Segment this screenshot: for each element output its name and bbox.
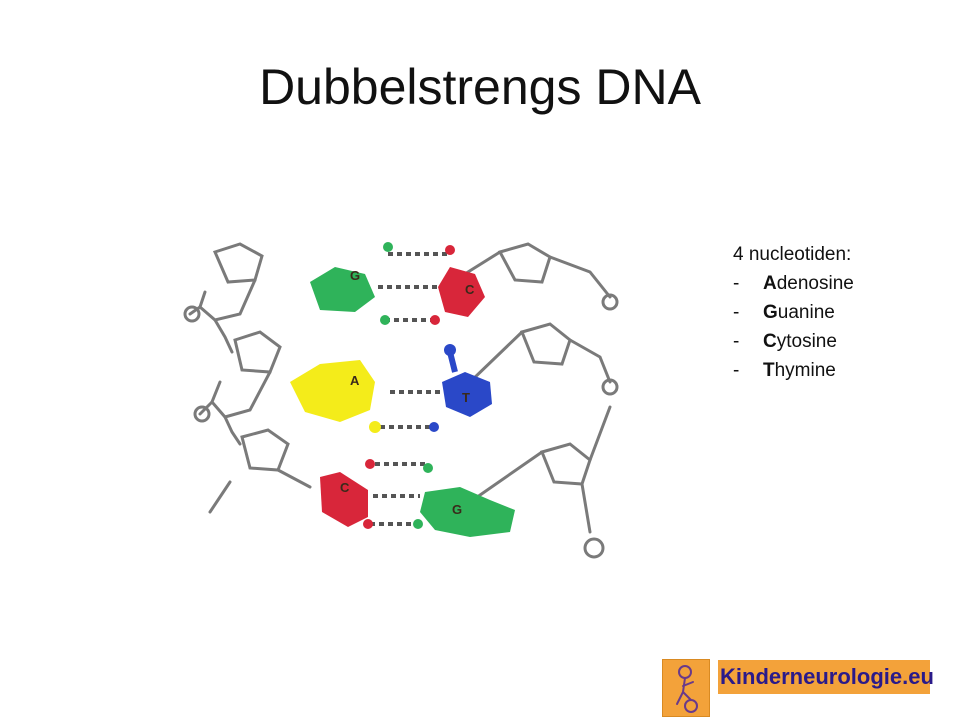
base-pair-c-g-bottom: C G — [320, 459, 515, 537]
legend-item-adenosine: - Adenosine — [733, 269, 854, 298]
legend-initial: C — [763, 331, 777, 352]
legend-list: - Adenosine - Guanine - Cytosine - Thymi… — [733, 269, 854, 385]
thymine — [442, 372, 492, 417]
left-phosphates — [183, 305, 211, 423]
legend-heading: 4 nucleotiden: — [733, 244, 852, 265]
slide-title: Dubbelstrengs DNA — [259, 59, 701, 115]
adenine — [290, 360, 375, 422]
base-pair-a-t: A T — [290, 344, 492, 433]
hydrogen-bonds-bottom — [370, 462, 425, 526]
legend-rest: hymine — [774, 360, 836, 381]
label-t: T — [462, 390, 470, 405]
label-c-top: C — [465, 282, 475, 297]
legend-dash: - — [733, 273, 740, 294]
guanine-top — [310, 267, 375, 312]
nucleotide-legend: 4 nucleotiden: - Adenosine - Guanine - C… — [733, 240, 854, 385]
legend-dash: - — [733, 360, 740, 381]
legend-dash: - — [733, 302, 740, 323]
hydrogen-bonds-a-t — [380, 390, 440, 429]
legend-initial: T — [763, 360, 775, 381]
dna-drawing: G C A T — [170, 232, 650, 592]
site-logo: Kinderneurologie.eu — [660, 658, 934, 717]
logo-text: Kinderneurologie.eu — [718, 660, 934, 694]
guanine-bottom — [420, 487, 515, 537]
base-pair-g-c-top: G C — [310, 242, 485, 325]
legend-initial: A — [763, 273, 777, 294]
child-figure-icon — [662, 659, 710, 717]
cytosine-bottom — [320, 472, 368, 527]
dna-illustration: G C A T — [183, 242, 619, 559]
legend-rest: uanine — [777, 302, 835, 323]
cytosine-top — [438, 267, 485, 317]
label-g-top: G — [350, 268, 360, 283]
legend-item-cytosine: - Cytosine — [733, 327, 854, 356]
legend-initial: G — [763, 302, 778, 323]
left-backbone — [188, 242, 312, 514]
legend-rest: ytosine — [776, 331, 837, 352]
label-g-bottom: G — [452, 502, 462, 517]
right-phosphates — [583, 293, 619, 559]
label-c-bottom: C — [340, 480, 350, 495]
legend-item-guanine: - Guanine — [733, 298, 854, 327]
legend-dash: - — [733, 331, 740, 352]
hydrogen-bonds-top — [378, 252, 450, 322]
right-backbone — [458, 242, 612, 534]
legend-item-thymine: - Thymine — [733, 356, 854, 385]
legend-rest: denosine — [776, 273, 854, 294]
label-a: A — [350, 373, 360, 388]
